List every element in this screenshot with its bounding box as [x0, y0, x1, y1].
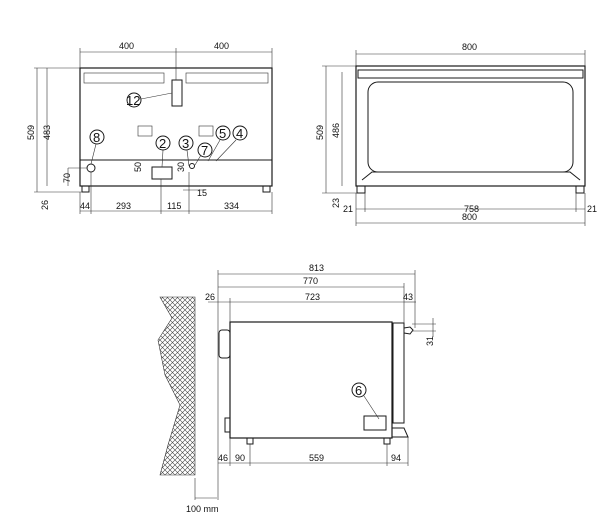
dim-70: 70	[62, 173, 72, 183]
dim-30: 30	[176, 162, 186, 172]
callout-12: 12	[126, 93, 140, 108]
callout-6: 6	[355, 383, 362, 398]
dim-559: 559	[309, 453, 324, 463]
callout-7: 7	[201, 143, 208, 158]
dim-486: 486	[331, 123, 341, 138]
callout-4: 4	[236, 126, 243, 141]
dim-115: 115	[167, 201, 181, 211]
dim-400-left: 400	[119, 41, 134, 51]
dim-50: 50	[133, 162, 143, 172]
callout-5: 5	[219, 126, 226, 141]
back-panel	[79, 67, 273, 187]
side-view: 100 mm 813 770 723 26 43 31 46 90 559 94…	[157, 263, 436, 514]
dim-800-top: 800	[462, 42, 477, 52]
component-6	[363, 415, 387, 431]
vent-grille	[83, 72, 269, 137]
callout-2: 2	[159, 136, 166, 151]
dim-400-right: 400	[214, 41, 229, 51]
wall	[157, 296, 196, 476]
back-view: 400 400 509 483 26 70 50 30 15 44 293 11…	[26, 41, 273, 214]
dim-758: 758	[464, 204, 479, 214]
dim-23: 23	[331, 198, 341, 208]
dim-509: 509	[26, 125, 36, 140]
wall-gap-label: 100 mm	[186, 504, 219, 514]
dim-509-front: 509	[315, 125, 325, 140]
dim-813: 813	[309, 263, 324, 273]
front-view: 800 509 486 23 21 758 21 800	[315, 42, 597, 226]
dim-26-side: 26	[205, 292, 215, 302]
dim-723: 723	[305, 292, 320, 302]
dim-334: 334	[224, 201, 239, 211]
door-handle	[361, 171, 581, 181]
callout-3: 3	[182, 136, 189, 151]
callouts-back: 12 8 2 3 7 5 4	[89, 92, 248, 168]
front-body	[355, 65, 586, 187]
dim-43: 43	[403, 292, 413, 302]
dim-31: 31	[425, 336, 435, 346]
callout-8: 8	[93, 130, 100, 145]
side-door	[392, 322, 405, 424]
dim-46: 46	[218, 453, 228, 463]
dim-770: 770	[303, 276, 318, 286]
dim-800-bottom: 800	[462, 212, 477, 222]
dim-15: 15	[197, 188, 207, 198]
dim-90: 90	[235, 453, 245, 463]
dim-26: 26	[40, 200, 50, 210]
dim-21-right: 21	[587, 204, 597, 214]
dim-293: 293	[116, 201, 131, 211]
dim-483: 483	[42, 125, 52, 140]
dim-94: 94	[391, 453, 401, 463]
side-body	[229, 321, 393, 439]
dim-44: 44	[80, 201, 90, 211]
dim-21-left: 21	[343, 204, 353, 214]
